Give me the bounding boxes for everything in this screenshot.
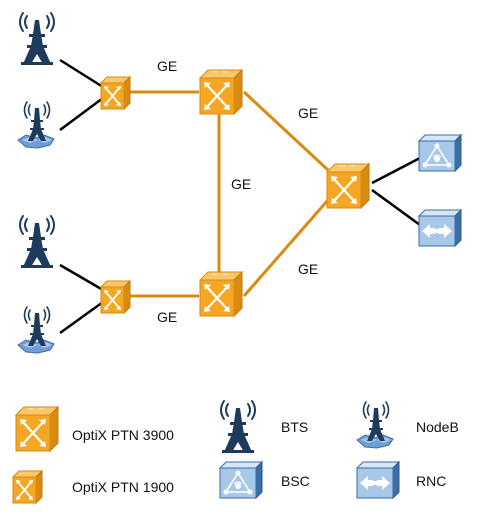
- link-label-ge-middle: GE: [231, 176, 251, 192]
- link-label-ge-bottom-right: GE: [298, 261, 318, 277]
- legend: OptiX PTN 3900 OptiX PTN 1900 BTS BSC No…: [12, 400, 459, 504]
- link-nodeb-top-to-ptn1900-top: [59, 96, 104, 132]
- legend-nodeb-icon: [356, 401, 394, 449]
- legend-bts-icon: [220, 400, 256, 454]
- link-bts-top-to-ptn1900-top: [59, 58, 104, 89]
- links: [59, 58, 421, 335]
- link-bts-bottom-to-ptn1900-bottom: [59, 263, 104, 292]
- legend-ptn1900-label: OptiX PTN 1900: [72, 479, 174, 495]
- nodeb-tower-icon: [17, 101, 55, 149]
- legend-ptn1900-icon: [12, 470, 43, 504]
- bts-tower-icon: [19, 12, 55, 66]
- link-ptn3900-right-to-bsc: [371, 156, 421, 185]
- legend-bsc-label: BSC: [281, 473, 310, 489]
- ptn-1900-router-icon: [100, 280, 131, 314]
- ptn-3900-router-icon: [198, 68, 244, 116]
- nodeb-tower-icon: [17, 306, 55, 354]
- legend-bsc-icon: [219, 461, 263, 499]
- link-ptn3900-top-to-ptn3900-right: [242, 90, 330, 172]
- link-nodeb-bottom-to-ptn1900-bottom: [59, 300, 104, 335]
- bts-tower-icon: [19, 215, 55, 269]
- link-label-ge-top-left: GE: [157, 58, 177, 74]
- ptn-3900-router-icon: [198, 270, 244, 318]
- ptn-3900-router-icon: [325, 162, 371, 210]
- legend-rnc-icon: [356, 461, 400, 499]
- legend-ptn3900-label: OptiX PTN 3900: [72, 427, 174, 443]
- link-label-ge-bottom-left: GE: [157, 309, 177, 325]
- ptn-1900-router-icon: [100, 76, 131, 110]
- bsc-controller-icon: [418, 134, 462, 172]
- legend-rnc-label: RNC: [416, 473, 446, 489]
- legend-nodeb-label: NodeB: [416, 419, 459, 435]
- link-label-ge-top-right: GE: [298, 105, 318, 121]
- rnc-controller-icon: [418, 209, 462, 247]
- link-ptn3900-right-to-rnc: [371, 188, 421, 227]
- legend-bts-label: BTS: [281, 419, 308, 435]
- link-ptn3900-bottom-to-ptn3900-right: [242, 199, 330, 297]
- legend-ptn3900-icon: [14, 405, 60, 453]
